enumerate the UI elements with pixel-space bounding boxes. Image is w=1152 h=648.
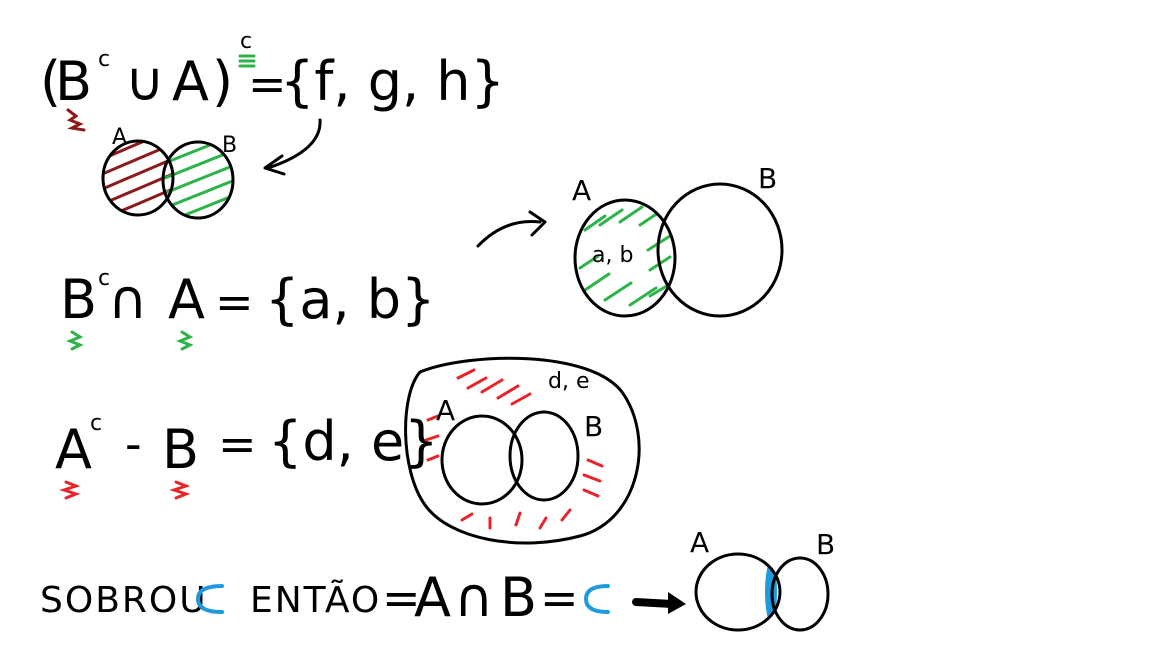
set-b-symbol: B (55, 50, 92, 113)
result-set: {f, g, h} (280, 50, 505, 113)
arrow-shaft (632, 598, 676, 608)
union-symbol: ∪ (125, 50, 165, 113)
equation-line-4: SOBROU ENTÃO = A ∩ B = (40, 566, 686, 629)
label-a: A (436, 394, 455, 427)
set-a-circle (694, 552, 782, 632)
venn-diagram-2: A B a, b (572, 162, 784, 318)
arrow-curve (476, 220, 542, 248)
label-a: A (572, 174, 591, 207)
arrow-head-icon (528, 210, 547, 237)
result-set: {d, e} (268, 410, 439, 473)
region-elements: a, b (592, 243, 633, 268)
set-b-circle (508, 410, 580, 502)
complement-mark: c (98, 266, 110, 291)
equals-sign: = (382, 571, 421, 625)
maroon-scribble (66, 108, 86, 132)
label-b: B (758, 162, 777, 195)
set-a-symbol: A (172, 50, 209, 113)
word-sobrou: SOBROU (40, 580, 208, 621)
equals-sign: = (540, 571, 579, 625)
equation-line-3: A c - B = {d, e} (55, 410, 439, 500)
venn-diagram-1: A B (101, 125, 237, 220)
venn-diagram-3: A B d, e (404, 356, 641, 545)
arrow-head-icon (668, 592, 686, 614)
equation-line-2: B c ∩ A = {a, b} (60, 266, 435, 351)
red-scribble (169, 480, 191, 500)
cyan-c-icon (195, 584, 224, 614)
complement-mark: c (90, 411, 102, 436)
equation-line-1: ( B c ∪ A ) c = {f, g, h} (40, 29, 505, 132)
arrow-head-icon (263, 154, 286, 176)
set-b-circle (656, 182, 784, 318)
arrow-curve (266, 118, 322, 170)
set-a-circle (573, 198, 677, 318)
equals-sign: = (218, 417, 257, 471)
label-a: A (690, 526, 709, 559)
red-scribble (59, 480, 81, 500)
set-a-symbol: A (168, 268, 205, 331)
set-a-symbol: A (55, 418, 92, 481)
set-a-circle (440, 414, 524, 506)
set-b-symbol: B (162, 418, 199, 481)
set-b-circle (161, 140, 235, 220)
red-hatch (424, 368, 604, 530)
result-set: {a, b} (265, 268, 435, 331)
equals-sign: = (215, 275, 254, 329)
open-paren: ( (40, 50, 61, 113)
cyan-c-icon (583, 584, 610, 614)
complement-mark: c (98, 47, 110, 72)
maroon-hatch (103, 141, 173, 215)
label-b: B (584, 410, 603, 443)
close-paren: ) (212, 50, 233, 113)
universe-outline (404, 356, 641, 545)
set-a-symbol: A (414, 566, 451, 629)
intersect-symbol: ∩ (454, 566, 494, 629)
minus-sign: - (125, 417, 142, 471)
green-hatch (163, 142, 233, 218)
label-b: B (222, 133, 237, 158)
set-b-circle (770, 556, 830, 632)
green-scribble (175, 330, 194, 351)
set-b-symbol: B (60, 268, 97, 331)
intersect-symbol: ∩ (108, 268, 148, 331)
green-scribble (238, 54, 256, 68)
green-scribble (65, 330, 84, 351)
label-a: A (112, 125, 127, 150)
outer-elements: d, e (548, 369, 590, 394)
set-b-symbol: B (500, 566, 537, 629)
complement-mark: c (240, 29, 252, 54)
label-b: B (816, 528, 835, 561)
venn-diagram-4: A B (690, 526, 835, 632)
word-entao: ENTÃO (250, 579, 381, 621)
set-a-circle (101, 139, 175, 217)
